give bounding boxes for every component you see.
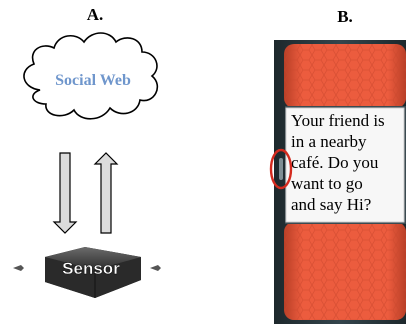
cloud-shape <box>23 32 158 120</box>
band-top <box>284 44 406 108</box>
signal-right-icon <box>150 265 161 271</box>
message-line: in a nearby <box>291 132 367 151</box>
highlight-ring <box>269 148 293 190</box>
arrow-up-icon <box>93 152 119 234</box>
message-line: café. Do you <box>291 153 379 172</box>
side-button <box>279 158 283 180</box>
band-bottom <box>284 222 406 320</box>
message-screen <box>285 107 405 223</box>
cloud-label: Social Web <box>55 72 131 89</box>
message-line: and say Hi? <box>291 195 371 214</box>
message-line: Your friend is <box>291 111 385 130</box>
sensor-box <box>45 247 141 298</box>
panel-a-label: A. <box>87 5 104 24</box>
panel-b-label: B. <box>337 7 353 26</box>
signal-left-icon <box>13 265 24 271</box>
arrow-down-icon <box>52 152 78 234</box>
sensor-label: Sensor <box>62 259 120 278</box>
message-line: want to go <box>291 174 363 193</box>
